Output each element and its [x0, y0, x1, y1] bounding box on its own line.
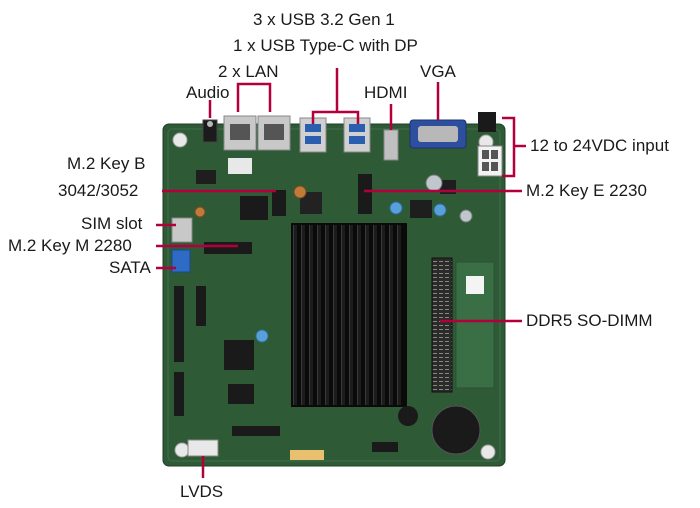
label-hdmi: HDMI [364, 83, 408, 102]
callout-usb [311, 110, 360, 124]
label-lvds: LVDS [180, 482, 224, 501]
label-usb-line2: 1 x USB Type-C with DP [233, 36, 418, 55]
label-m2e: M.2 Key E 2230 [526, 181, 647, 200]
capacitor [459, 209, 473, 223]
callout-lan [236, 82, 272, 112]
pin-header [174, 372, 184, 416]
sim-slot [171, 217, 193, 243]
bottom-header [290, 450, 324, 460]
m2-key-m-slot [204, 242, 252, 254]
pcb-shade [167, 128, 501, 462]
power-connector [477, 145, 503, 177]
m2-key-b-slot [272, 190, 286, 216]
chip [300, 192, 322, 214]
callout-lines [156, 68, 526, 478]
chip [224, 340, 254, 370]
label-sim: SIM slot [81, 214, 143, 233]
dc-jack [478, 112, 496, 132]
bottom-header [232, 426, 280, 436]
label-audio: Audio [186, 83, 230, 102]
label-sata: SATA [109, 258, 151, 277]
mount-hole-bl [174, 442, 190, 458]
lan-port-1 [223, 115, 257, 151]
buzzer [398, 406, 418, 426]
label-m2b-line1: M.2 Key B [67, 154, 146, 173]
chip [228, 384, 254, 404]
label-lan: 2 x LAN [218, 62, 279, 81]
label-power: 12 to 24VDC input [530, 136, 669, 155]
audio-jack [202, 119, 218, 143]
mount-hole-tl [172, 132, 188, 148]
label-m2b-line2: 3042/3052 [58, 181, 139, 200]
bottom-header [372, 442, 398, 452]
capacitor [194, 206, 206, 218]
chip [196, 170, 216, 184]
capacitor [425, 174, 443, 192]
capacitor [293, 185, 307, 199]
label-vga: VGA [420, 62, 456, 81]
label-ddr5: DDR5 SO-DIMM [526, 311, 653, 330]
capacitor [255, 329, 269, 343]
label-usb-line1: 3 x USB 3.2 Gen 1 [253, 10, 395, 29]
usb-port-1 [299, 117, 327, 153]
chip [240, 196, 268, 220]
lvds-connector [187, 439, 219, 457]
chip [228, 158, 252, 174]
heatsink [291, 223, 407, 407]
capacitor [433, 203, 447, 217]
pin-header [174, 286, 184, 362]
hdmi-port [383, 129, 399, 161]
capacitor [389, 201, 403, 215]
label-m2m: M.2 Key M 2280 [8, 236, 132, 255]
pin-header [196, 286, 206, 326]
so-dimm-slot [431, 257, 453, 393]
sata-connector [171, 249, 191, 273]
chip [410, 200, 432, 218]
mount-hole-br [480, 444, 496, 460]
m2-key-e-slot [358, 174, 372, 214]
cmos-battery [431, 405, 481, 455]
